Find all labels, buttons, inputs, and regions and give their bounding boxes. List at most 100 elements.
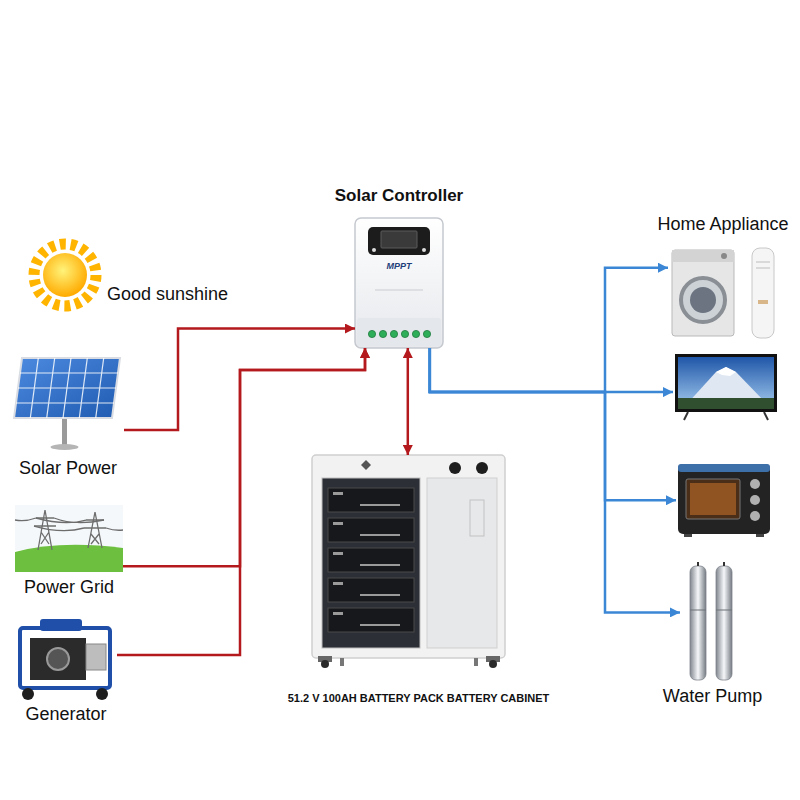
battery-cabinet-icon	[333, 552, 343, 555]
generator-icon	[20, 628, 110, 688]
battery-cabinet-icon	[321, 660, 329, 668]
sun-icon	[34, 244, 96, 306]
battery-cabinet-icon	[360, 564, 400, 566]
oven-icon	[686, 479, 740, 519]
power-grid-icon	[15, 505, 123, 572]
solar-controller-icon	[368, 227, 430, 255]
solar-controller-icon	[379, 330, 386, 337]
oven-icon	[678, 464, 770, 472]
solar-panel-icon	[51, 444, 79, 450]
solar-controller-icon	[401, 330, 408, 337]
television-icon	[684, 412, 688, 420]
oven-icon	[750, 511, 760, 521]
water-pump-icon	[690, 562, 732, 680]
air-conditioner-icon	[752, 248, 774, 338]
battery-cabinet-icon	[427, 478, 497, 648]
battery-cabinet-icon	[476, 462, 488, 474]
generator-icon	[96, 688, 108, 700]
solar-panel-icon	[16, 358, 118, 418]
television-icon	[675, 354, 777, 412]
television-icon	[675, 354, 777, 420]
battery-cabinet-icon	[361, 460, 371, 470]
washing-machine-icon	[672, 250, 734, 336]
battery-cabinet-icon	[333, 492, 400, 626]
battery-cabinet-icon	[312, 455, 505, 658]
load-node: Water Pump	[680, 562, 745, 682]
water-pump-icon	[723, 562, 725, 566]
oven-icon	[756, 534, 764, 537]
battery-cabinet-icon	[333, 522, 343, 525]
solar-controller-icon	[381, 231, 417, 248]
power-grid-icon	[15, 510, 123, 550]
source-node: Generator	[15, 618, 117, 700]
solar-panel-icon	[30, 358, 38, 418]
air-conditioner-icon	[756, 268, 770, 269]
oven-icon	[678, 464, 770, 537]
generator-icon	[30, 638, 86, 680]
washing-machine-icon	[690, 287, 716, 313]
node-label: Solar Power	[19, 458, 117, 479]
solar-panel-icon	[62, 418, 67, 446]
node-label: Water Pump	[663, 686, 762, 707]
oven-icon	[750, 495, 760, 505]
load-node	[676, 462, 772, 537]
washing-machine-icon	[672, 250, 734, 336]
battery-cabinet-icon	[489, 660, 497, 668]
water-pump-icon	[690, 610, 706, 611]
washing-machine-icon	[721, 253, 727, 259]
battery-cabinet-icon	[360, 594, 400, 596]
node-label: Power Grid	[24, 577, 114, 598]
solar-controller-icon	[412, 330, 419, 337]
sun-icon	[34, 244, 96, 306]
node-label: Generator	[25, 704, 106, 725]
generator-icon	[86, 644, 106, 670]
node-heading: Solar Controller	[335, 186, 463, 206]
air-conditioner-icon	[756, 262, 770, 263]
battery-cabinet-icon	[360, 504, 400, 506]
power-connector	[430, 348, 676, 500]
water-pump-icon	[697, 562, 699, 566]
power-grid-icon	[15, 505, 123, 550]
power-connector	[407, 348, 410, 455]
node-label: 51.2 V 100AH BATTERY PACK BATTERY CABINE…	[288, 692, 550, 705]
battery-cabinet-icon	[312, 455, 505, 668]
battery-node: 51.2 V 100AH BATTERY PACK BATTERY CABINE…	[312, 455, 505, 668]
water-pump-icon	[716, 566, 732, 680]
power-connector	[117, 348, 365, 655]
solar-controller-icon	[422, 248, 426, 252]
solar-controller-icon	[355, 218, 443, 348]
power-connector	[123, 348, 365, 566]
power-grid-icon	[15, 545, 123, 572]
battery-cabinet-icon	[328, 488, 414, 632]
battery-cabinet-icon	[328, 488, 414, 512]
solar-controller-icon	[368, 330, 375, 337]
brand-mark: MPPT	[386, 262, 411, 271]
battery-cabinet-icon	[360, 534, 400, 536]
battery-cabinet-icon	[449, 462, 461, 474]
television-icon	[764, 412, 768, 420]
television-icon	[678, 398, 774, 409]
washing-machine-icon	[672, 250, 734, 262]
air-conditioner-icon	[752, 248, 774, 338]
solar-controller-icon	[423, 330, 430, 337]
battery-cabinet-icon	[328, 548, 414, 572]
oven-icon	[684, 534, 692, 537]
source-node: Solar Power	[12, 352, 124, 452]
battery-cabinet-icon	[328, 518, 414, 542]
battery-cabinet-icon	[322, 478, 420, 648]
battery-cabinet-icon	[333, 492, 343, 495]
television-icon	[716, 367, 736, 376]
battery-cabinet-icon	[333, 612, 343, 615]
generator-icon	[47, 648, 69, 670]
battery-cabinet-icon	[474, 658, 478, 666]
sun-icon	[43, 253, 87, 297]
battery-cabinet-icon	[328, 608, 414, 632]
oven-icon	[678, 464, 770, 534]
node-label: Good sunshine	[107, 283, 228, 304]
battery-cabinet-icon	[328, 578, 414, 602]
solar-panel-icon	[63, 358, 71, 418]
solar-controller-icon	[357, 318, 441, 346]
source-node: Power Grid	[15, 505, 123, 573]
